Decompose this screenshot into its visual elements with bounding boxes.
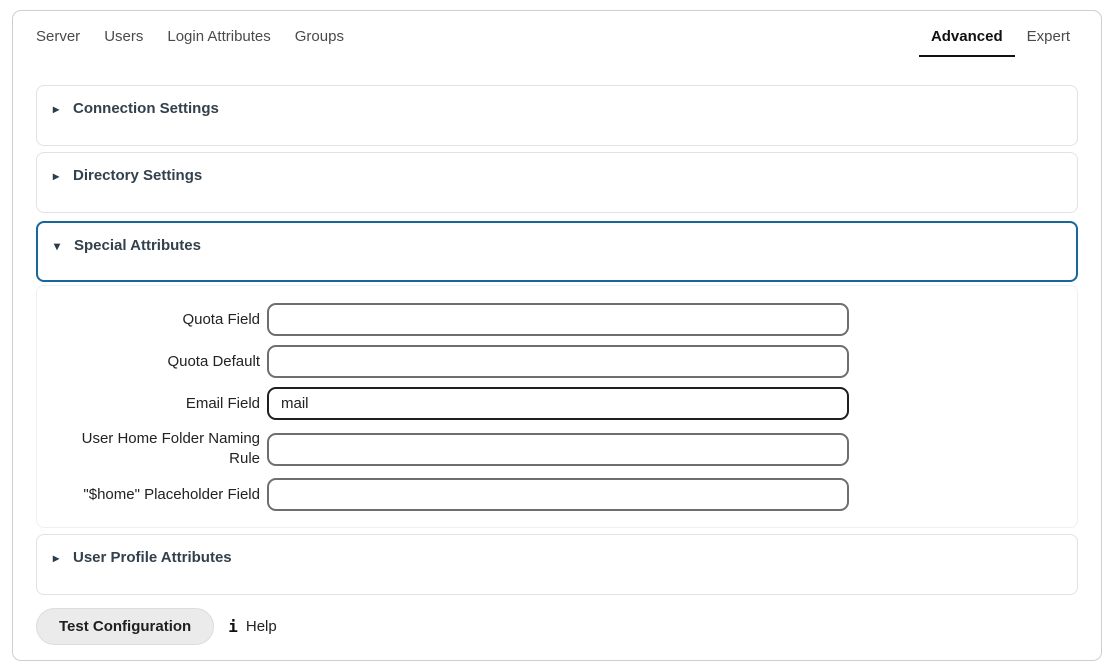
tab-bar: Server Users Login Attributes Groups Adv… (24, 11, 1082, 57)
home-folder-rule-label: User Home Folder Naming Rule (81, 430, 260, 467)
field-row-home-placeholder: "$home" Placeholder Field (67, 478, 1077, 511)
field-row-quota-default: Quota Default (67, 345, 1077, 378)
section-title: ▾ Special Attributes (54, 237, 1060, 254)
home-folder-rule-input[interactable] (267, 432, 849, 466)
test-configuration-button[interactable]: Test Configuration (36, 608, 215, 645)
email-field-label: Email Field (185, 394, 260, 412)
field-row-quota-field: Quota Field (67, 303, 1077, 336)
section-label: User Profile Attributes (73, 549, 232, 566)
ldap-settings-card: Server Users Login Attributes Groups Adv… (12, 10, 1102, 661)
field-row-home-folder-rule: User Home Folder Naming Rule (67, 429, 1077, 469)
quota-default-input[interactable] (267, 345, 849, 378)
tab-server[interactable]: Server (36, 27, 81, 45)
section-label: Special Attributes (74, 237, 201, 254)
info-icon: i (228, 617, 238, 636)
chevron-down-icon: ▾ (54, 238, 61, 253)
tab-login-attributes[interactable]: Login Attributes (167, 27, 271, 45)
quota-field-input[interactable] (267, 303, 849, 336)
tab-groups[interactable]: Groups (294, 27, 344, 45)
section-connection-settings[interactable]: ▸ Connection Settings (36, 85, 1078, 146)
email-field-input[interactable] (267, 387, 849, 420)
chevron-right-icon: ▸ (53, 101, 60, 116)
section-title: ▸ User Profile Attributes (53, 549, 1061, 566)
chevron-right-icon: ▸ (53, 550, 60, 565)
section-title: ▸ Connection Settings (53, 100, 1061, 117)
section-label: Directory Settings (73, 167, 203, 184)
help-link[interactable]: i Help (228, 617, 277, 636)
footer: Test Configuration i Help (36, 608, 1078, 645)
home-placeholder-label: "$home" Placeholder Field (83, 485, 260, 503)
tabbar-spacer (356, 11, 919, 57)
section-label: Connection Settings (73, 100, 219, 117)
tab-expert[interactable]: Expert (1026, 27, 1070, 45)
tab-advanced[interactable]: Advanced (918, 11, 1015, 57)
section-user-profile-attributes[interactable]: ▸ User Profile Attributes (36, 534, 1078, 595)
tab-users[interactable]: Users (104, 27, 144, 45)
section-directory-settings[interactable]: ▸ Directory Settings (36, 152, 1078, 213)
quota-default-label: Quota Default (167, 352, 260, 370)
section-special-attributes[interactable]: ▾ Special Attributes (36, 221, 1078, 282)
accordion-sections: ▸ Connection Settings ▸ Directory Settin… (36, 85, 1078, 595)
special-attributes-fields-panel: Quota Field Quota Default Email Field Us… (36, 285, 1078, 528)
home-placeholder-input[interactable] (267, 478, 849, 511)
quota-field-label: Quota Field (182, 310, 260, 328)
section-title: ▸ Directory Settings (53, 167, 1061, 184)
help-label: Help (245, 618, 277, 635)
chevron-right-icon: ▸ (53, 168, 60, 183)
field-row-email-field: Email Field (67, 387, 1077, 420)
